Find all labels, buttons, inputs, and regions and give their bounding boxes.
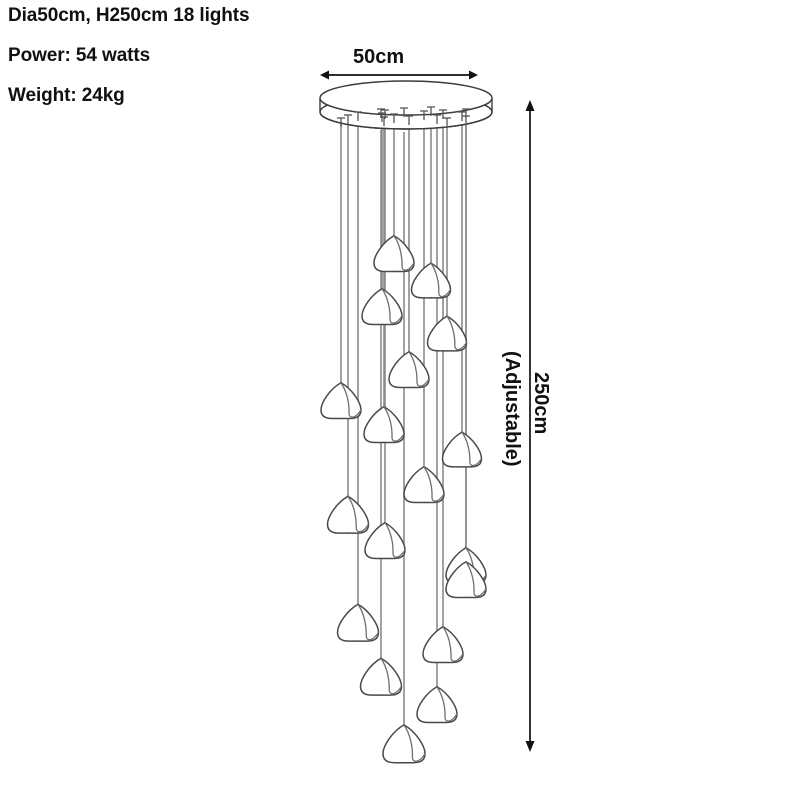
cable-connector xyxy=(420,110,428,120)
arrow-head-down-icon xyxy=(525,741,535,752)
specification-list: Dia50cm, H250cm 18 lights Power: 54 watt… xyxy=(8,6,338,126)
pendant-shade xyxy=(359,657,403,696)
pendant-shade-highlight xyxy=(442,626,464,662)
pendant-shade-highlight xyxy=(340,382,362,418)
cable-connector xyxy=(390,113,398,123)
pendant-shade-highlight xyxy=(380,657,403,695)
pendant-shade xyxy=(410,262,452,299)
pendant-shade xyxy=(422,625,464,664)
cable-connector xyxy=(380,116,388,126)
height-dimension-arrow xyxy=(525,100,535,752)
cable-connector xyxy=(344,114,352,124)
cable-connector xyxy=(405,115,413,125)
cable-connector xyxy=(400,107,408,117)
pendant-shade-highlight xyxy=(381,288,403,324)
pendant-shade xyxy=(320,381,362,420)
pendant-shade xyxy=(373,234,415,273)
cable-connector xyxy=(443,117,451,127)
pendant-shade-highlight xyxy=(403,724,426,762)
pendant-shade xyxy=(326,495,370,534)
pendant-shade xyxy=(363,405,405,444)
width-dimension-label: 50cm xyxy=(353,46,405,68)
canopy-top-ellipse xyxy=(319,80,493,116)
pendant-shade xyxy=(441,431,483,468)
pendant-shade-highlight xyxy=(384,522,406,558)
pendant-shade xyxy=(445,560,487,599)
pendant-shade-highlight xyxy=(357,603,380,641)
cable-connector xyxy=(381,109,389,119)
pendant-shade-highlight xyxy=(446,315,468,351)
pendant-shade xyxy=(388,350,430,389)
pendant-shades xyxy=(320,234,487,764)
pendant-shade-highlight xyxy=(347,495,370,533)
pendant-shade xyxy=(364,521,406,560)
cable-connector xyxy=(337,117,345,127)
spec-line-size: Dia50cm, H250cm 18 lights xyxy=(8,5,250,26)
width-dimension-arrow xyxy=(320,70,478,80)
pendant-shade xyxy=(382,724,426,764)
cable-connector xyxy=(427,106,435,116)
pendant-shade xyxy=(336,603,380,642)
pendant-shade xyxy=(416,685,458,724)
arrow-head-up-icon xyxy=(525,100,535,111)
pendant-shade-highlight xyxy=(423,466,445,502)
pendant-shade xyxy=(403,465,445,504)
ceiling-canopy xyxy=(319,80,493,130)
pendant-shade-highlight xyxy=(383,406,405,442)
pendant-shade-highlight xyxy=(430,262,452,298)
pendant-shade-highlight xyxy=(408,351,430,387)
cable-connector xyxy=(462,108,470,118)
pendant-shade-highlight xyxy=(436,686,458,722)
pendant-shade xyxy=(426,315,468,352)
spec-line-weight: Weight: 24kg xyxy=(8,85,125,106)
pendant-shade-highlight xyxy=(465,561,487,597)
cable-connectors xyxy=(337,106,470,127)
pendant-shade-highlight xyxy=(393,235,415,271)
cable-connector xyxy=(354,111,362,121)
cable-connector xyxy=(433,114,441,124)
arrow-head-right-icon xyxy=(469,70,478,80)
spec-line-power: Power: 54 watts xyxy=(8,45,151,66)
pendant-shade xyxy=(361,287,403,326)
arrow-head-left-icon xyxy=(320,70,329,80)
pendant-shade-highlight xyxy=(461,431,483,467)
